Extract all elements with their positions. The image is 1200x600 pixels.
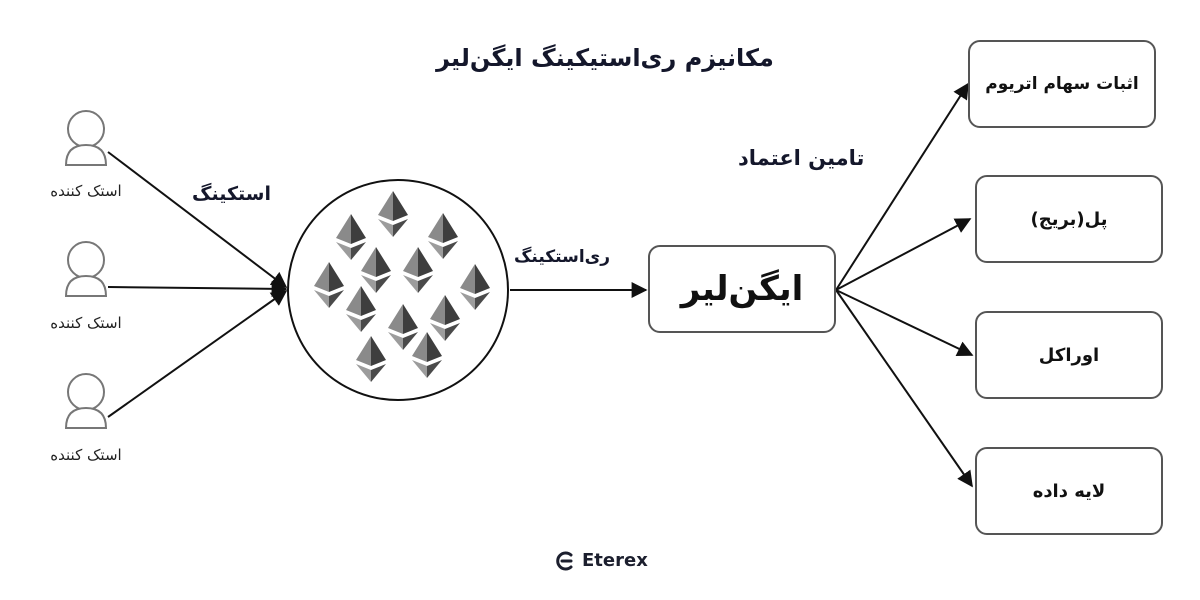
ethereum-icon (346, 286, 376, 332)
ethereum-icon (430, 295, 460, 341)
eigenlayer-label: ایگن‌لیر (680, 269, 804, 309)
service-arrow (835, 218, 972, 291)
ethereum-icon (336, 214, 366, 260)
ethereum-icon (412, 332, 442, 378)
ethereum-icon (388, 304, 418, 350)
ethereum-icon (314, 262, 344, 308)
service-arrow (835, 82, 969, 291)
staking-arrow (107, 290, 288, 418)
ethereum-icon (460, 264, 490, 310)
person-icon (64, 241, 108, 297)
service-label: لایه داده (1032, 480, 1106, 502)
service-box-bridge: پل(بریج) (975, 175, 1163, 263)
person-icon (64, 373, 108, 429)
brand-name: Eterex (582, 550, 648, 571)
service-arrow (835, 289, 973, 488)
staker-label: استک کننده (50, 446, 122, 464)
ethereum-icon (361, 247, 391, 293)
service-label: پل(بریج) (1030, 208, 1108, 230)
eterex-logo-icon (556, 551, 573, 570)
ethereum-icon (403, 247, 433, 293)
ethereum-icon (356, 336, 386, 382)
restaking-label: ری‌استکینگ (514, 247, 611, 267)
diagram-title: مکانیزم ری‌استیکینگ ایگن‌لیر (436, 44, 774, 72)
service-arrow (835, 289, 974, 357)
staking-arrow (107, 280, 288, 297)
staking-arrow (107, 151, 288, 288)
service-box-oracle: اوراکل (975, 311, 1163, 399)
ethereum-icon (428, 213, 458, 259)
brand-logo: Eterex (556, 550, 648, 571)
person-icon (64, 110, 108, 166)
service-box-ethereum-pos: اثبات سهام اتریوم (968, 40, 1156, 128)
staker-label: استک کننده (50, 182, 122, 200)
staker-label: استک کننده (50, 314, 122, 332)
service-box-data-layer: لایه داده (975, 447, 1163, 535)
staking-label: استکینگ (192, 183, 271, 205)
trust-provision-label: تامین اعتماد (738, 146, 865, 170)
service-label: اوراکل (1038, 344, 1100, 366)
eigenlayer-box: ایگن‌لیر (648, 245, 836, 333)
ethereum-icon-group (314, 191, 490, 382)
ethereum-icon (378, 191, 408, 237)
service-label: اثبات سهام اتریوم (985, 74, 1139, 94)
